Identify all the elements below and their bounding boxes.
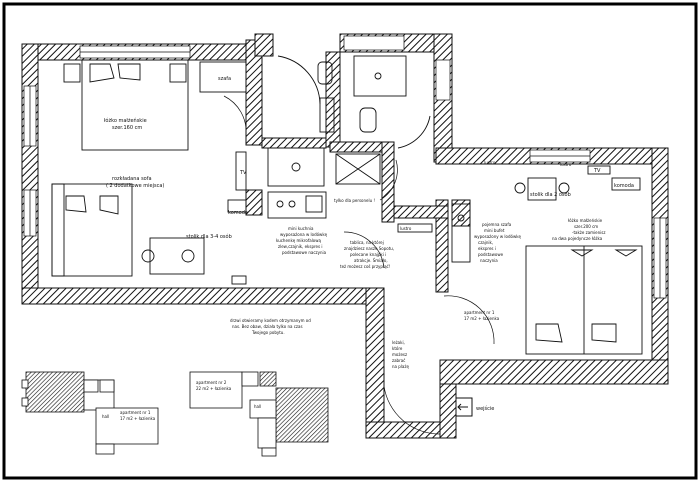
label-entry: wejście bbox=[476, 405, 494, 412]
door-swing-mid bbox=[379, 159, 398, 201]
label-stairs-5: na plażę bbox=[392, 364, 409, 369]
label-stairs-3: możesz bbox=[392, 352, 407, 357]
kitchen bbox=[267, 191, 327, 219]
label-lustro-top: lustro bbox=[484, 160, 496, 165]
label-sofa-1: rozkładana sofa bbox=[112, 176, 152, 182]
label-tablet-3: polecane knajpki i bbox=[350, 252, 386, 257]
label-right-wardrobe-5: ekspres i bbox=[478, 246, 496, 251]
labels: łóżko małżeńskie szer.160 cm szafa rozkł… bbox=[104, 76, 634, 412]
label-kitchen-4: zlew,czajnik, ekspres i bbox=[278, 244, 322, 249]
door-swing-right bbox=[443, 295, 495, 345]
label-door-2: nas. Bez obaw, działa tylko na czas bbox=[232, 324, 303, 329]
label-table-left: stolik dla 3-4 osób bbox=[186, 233, 232, 240]
label-lustro-right: lustro bbox=[560, 162, 572, 167]
komoda-left bbox=[227, 199, 247, 213]
komoda-right bbox=[611, 177, 641, 191]
minimap-right: apartment nr 2 22 m2 + łazienka hall bbox=[189, 371, 329, 457]
bathroom-left bbox=[267, 55, 335, 187]
minimap-right-hall: hall bbox=[254, 404, 261, 409]
bathroom-right bbox=[353, 55, 431, 149]
label-komoda-left: komoda bbox=[228, 210, 248, 216]
label-bed-right-2: szer.200 cm bbox=[574, 224, 598, 229]
label-right-wardrobe-3: wyposażony w lodówkę bbox=[474, 234, 522, 239]
minimap-left-apt: apartment nr 1 bbox=[120, 410, 151, 415]
label-table-right: stolik dla 2 osób bbox=[530, 191, 571, 198]
entry-arrow bbox=[455, 397, 473, 417]
label-kitchen-3: kuchenkę mikrofalową bbox=[276, 238, 322, 243]
label-stairs-1: leżaki, bbox=[392, 340, 405, 345]
label-door-1: drzwi otwieramy kodem otrzymanym od bbox=[230, 318, 311, 323]
minimap-right-apt: apartment nr 2 bbox=[196, 380, 227, 385]
label-tv-right: TV bbox=[593, 168, 601, 174]
door-swing-left bbox=[223, 95, 247, 136]
label-kitchen-1: mini kuchnia bbox=[288, 226, 314, 231]
minimap-left: hall apartment nr 1 17 m2 + łazienka bbox=[21, 371, 159, 455]
label-wardrobe-left: szafa bbox=[218, 76, 231, 82]
minimap-left-area: 17 m2 + łazienka bbox=[120, 416, 156, 421]
label-door-3: Twojego pobytu. bbox=[251, 330, 285, 335]
right-wardrobe bbox=[451, 203, 471, 263]
label-komoda-right: komoda bbox=[614, 183, 634, 189]
label-right-wardrobe-7: naczynia bbox=[480, 258, 498, 263]
windows bbox=[23, 35, 667, 299]
minimap-left-hall: hall bbox=[102, 414, 109, 419]
label-bed-right-1: łóżko małżeńskie bbox=[568, 218, 603, 223]
noticeboard bbox=[397, 223, 433, 233]
radiator-left bbox=[231, 275, 247, 285]
label-tablet-5: też możesz coś przypiąć! bbox=[340, 264, 390, 269]
label-stairs-4: zabrać bbox=[392, 358, 405, 363]
personnel-room bbox=[335, 153, 381, 185]
label-sofa-2: ( 2 dodatkowe miejsca) bbox=[106, 183, 164, 189]
bed-main bbox=[63, 59, 189, 151]
label-tablet-2: znajdziesz nasze Sopotu, bbox=[344, 246, 394, 251]
label-tablet-4: atrakcje. Śmiało, bbox=[354, 258, 388, 263]
tv-right bbox=[587, 165, 611, 175]
label-tablet-1: tablica, na której bbox=[350, 240, 384, 245]
label-lustro-mid: lustro bbox=[400, 226, 412, 231]
wardrobe-left bbox=[199, 61, 247, 93]
minimap-right-area: 22 m2 + łazienka bbox=[196, 386, 232, 391]
sofa bbox=[51, 183, 133, 277]
label-right-wardrobe-4: czajnik, bbox=[478, 240, 493, 245]
label-bed-right-4: na dwa pojedyncze łóżka bbox=[552, 236, 603, 241]
label-bed-main-1: łóżko małżeńskie bbox=[104, 117, 147, 124]
label-bed-right-3: -także zamienisz bbox=[572, 230, 605, 235]
label-bed-main-2: szer.160 cm bbox=[112, 125, 142, 131]
bed-right bbox=[525, 245, 643, 355]
label-right-wardrobe-2: mini bufet bbox=[484, 228, 505, 233]
tv-left bbox=[235, 151, 247, 191]
label-personnel: tylko dla personelu ! bbox=[334, 198, 375, 203]
label-right-wardrobe-6: podstawowe bbox=[478, 252, 504, 257]
label-apartment-2: 17 m2 + łazienka bbox=[464, 316, 500, 321]
table-left bbox=[141, 237, 205, 275]
door-swing-corridor bbox=[343, 231, 385, 269]
label-right-wardrobe-1: pojemna szafa bbox=[482, 222, 512, 227]
label-apartment-1: apartment nr 1 bbox=[464, 310, 495, 315]
label-stairs-2: które bbox=[392, 346, 403, 351]
label-tv-left: TV bbox=[239, 170, 247, 176]
label-kitchen-2: wyposażona w lodówkę bbox=[280, 232, 328, 237]
table-right bbox=[514, 177, 570, 201]
door-swing-entry bbox=[383, 385, 441, 435]
label-kitchen-5: podstawowe naczynia bbox=[282, 250, 327, 255]
